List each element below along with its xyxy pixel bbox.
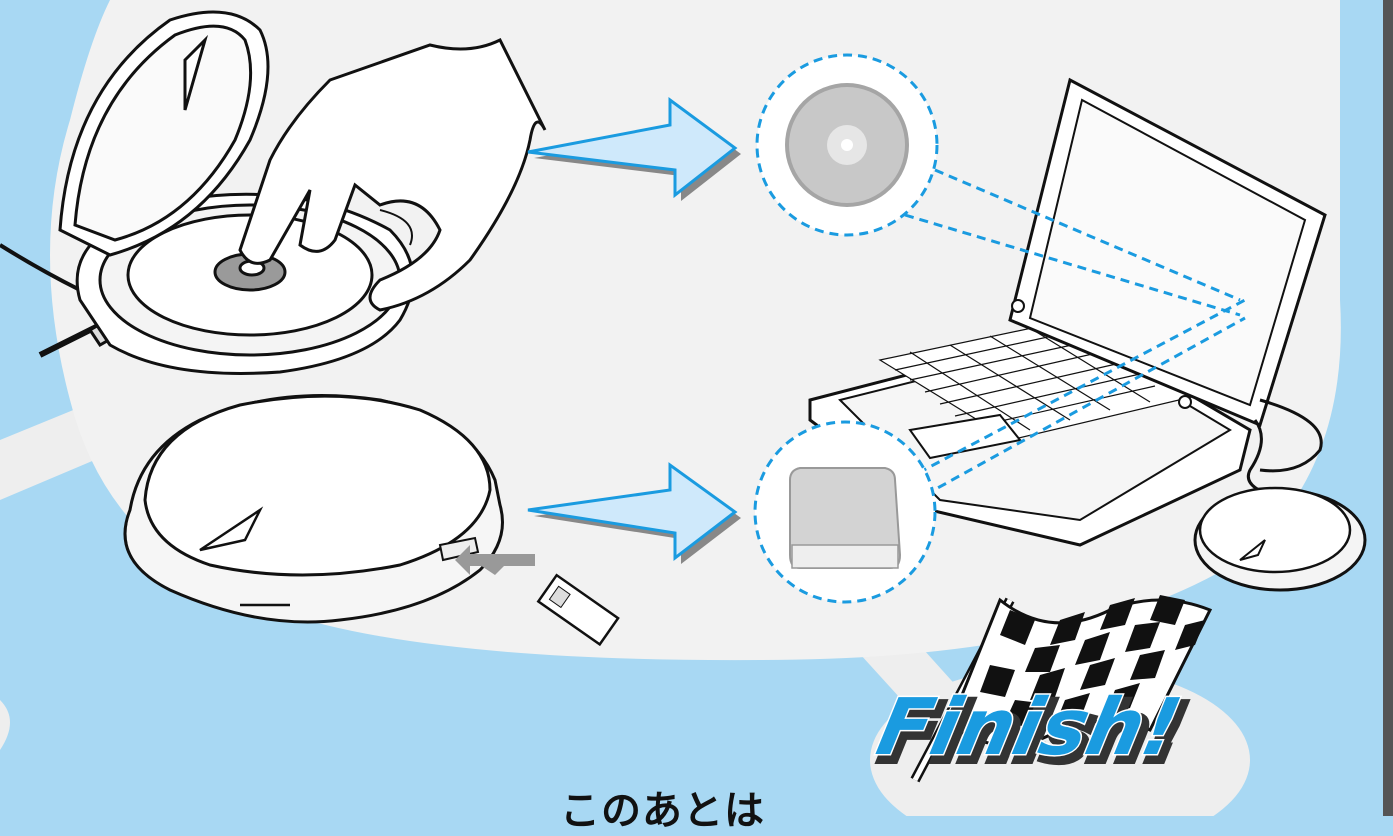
cd-player-closed-icon xyxy=(125,396,503,623)
scroll-edge xyxy=(1383,0,1393,816)
drive-icon xyxy=(755,422,935,602)
diagram-canvas: Finish! Finish! xyxy=(0,0,1393,816)
cd-disc-icon xyxy=(757,55,937,235)
finish-label: Finish! Finish! xyxy=(870,682,1194,779)
finish-text: Finish! xyxy=(870,682,1189,773)
caption-text: このあとは xyxy=(560,778,765,836)
